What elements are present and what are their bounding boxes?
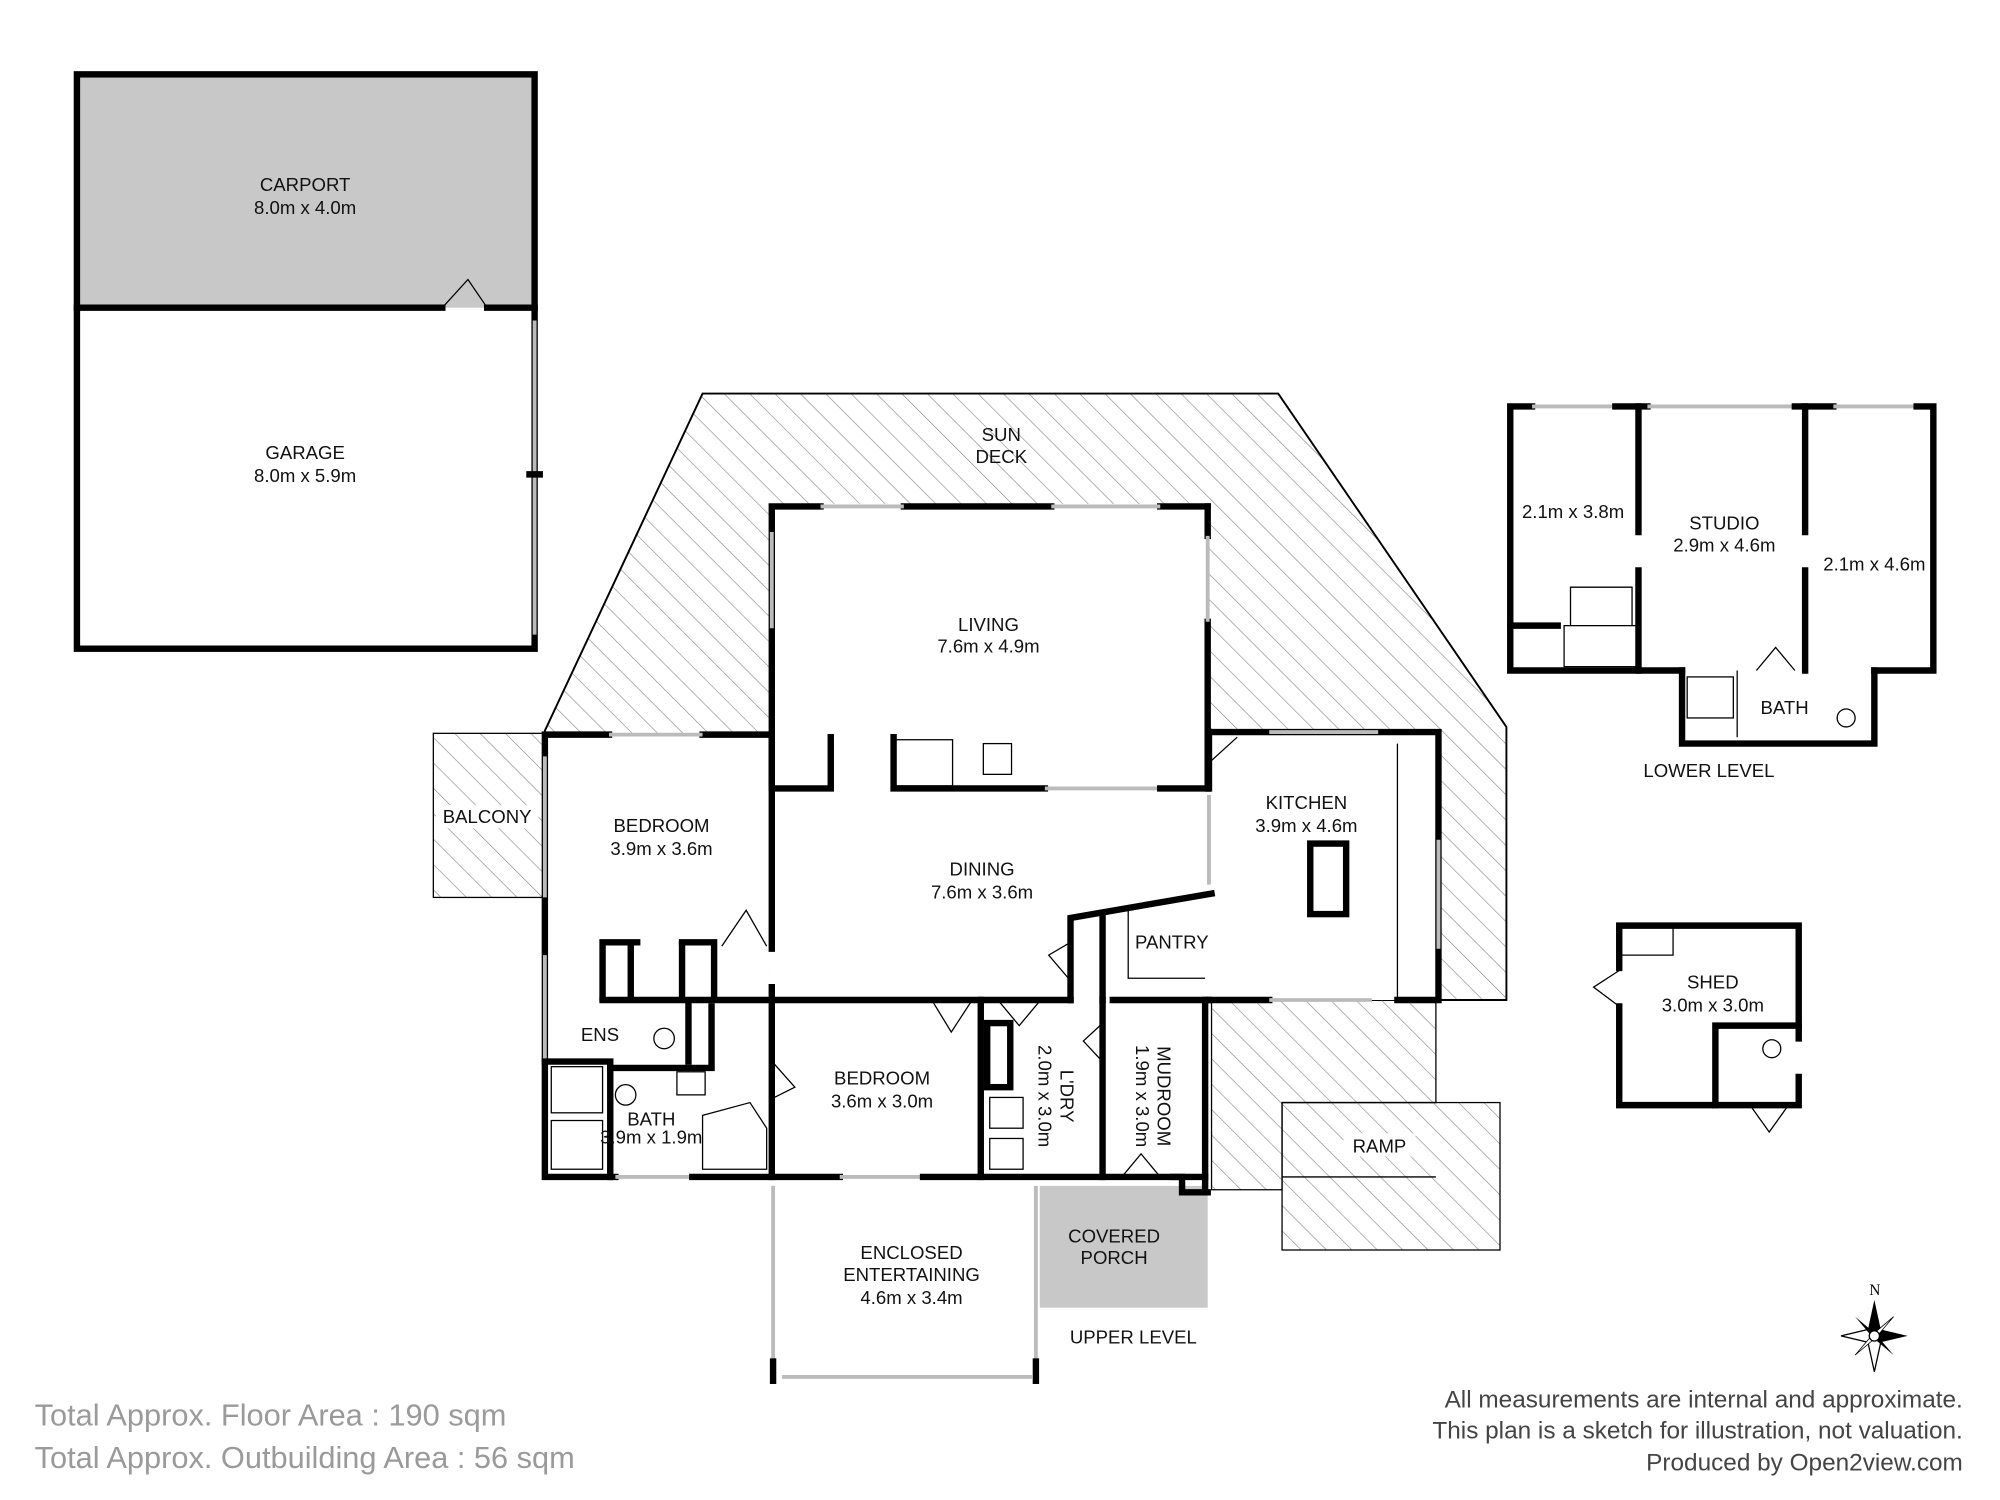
ramp: RAMP xyxy=(1281,1101,1501,1251)
lower-room-right-size: 2.1m x 4.6m xyxy=(1823,554,1925,575)
entertaining-label-2: ENTERTAINING xyxy=(843,1264,980,1285)
upper-labels: LIVING 7.6m x 4.9m DINING 7.6m x 3.6m KI… xyxy=(581,614,1358,1348)
lower-level: 2.1m x 3.8m STUDIO 2.9m x 4.6m 2.1m x 4.… xyxy=(1507,403,1937,781)
producer-credit: Produced by Open2view.com xyxy=(1646,1450,1963,1477)
dining-label: DINING xyxy=(950,859,1015,880)
total-floor-area: Total Approx. Floor Area : 190 sqm xyxy=(35,1398,507,1433)
shed-size: 3.0m x 3.0m xyxy=(1662,995,1764,1016)
laundry-size: 2.0m x 3.0m xyxy=(1034,1045,1055,1147)
laundry-label: L'DRY xyxy=(1056,1070,1077,1123)
living-size: 7.6m x 4.9m xyxy=(937,636,1039,657)
upper-level-label: UPPER LEVEL xyxy=(1070,1327,1197,1348)
carport: CARPORT 8.0m x 4.0m xyxy=(76,74,535,308)
shed: SHED 3.0m x 3.0m xyxy=(1592,922,1802,1134)
covered-porch-label-1: COVERED xyxy=(1068,1225,1160,1246)
lower-bath-label: BATH xyxy=(1761,697,1809,718)
compass-north-label: N xyxy=(1869,1282,1880,1299)
garage-label: GARAGE xyxy=(265,442,345,463)
dining-size: 7.6m x 3.6m xyxy=(931,882,1033,903)
covered-porch xyxy=(1039,1185,1208,1308)
kitchen-size: 3.9m x 4.6m xyxy=(1255,815,1357,836)
mudroom-size: 1.9m x 3.0m xyxy=(1132,1045,1153,1147)
upper-walls: PANTRY xyxy=(541,503,1442,1384)
bath-size: 3.9m x 1.9m xyxy=(600,1127,702,1148)
compass-icon: N xyxy=(1840,1282,1908,1372)
disclaimer-line-1: All measurements are internal and approx… xyxy=(1445,1387,1963,1414)
garage: GARAGE 8.0m x 5.9m xyxy=(73,71,543,652)
entertaining-label-1: ENCLOSED xyxy=(860,1242,962,1263)
ens-label: ENS xyxy=(581,1024,619,1045)
covered-porch-label-2: PORCH xyxy=(1081,1247,1148,1268)
carport-label: CARPORT xyxy=(260,174,351,195)
studio-label: STUDIO xyxy=(1689,512,1759,533)
mudroom-label: MUDROOM xyxy=(1154,1046,1175,1146)
sun-deck-label-2: DECK xyxy=(975,446,1027,467)
balcony-label: BALCONY xyxy=(443,806,532,827)
house-fill xyxy=(544,503,1439,1379)
bedroom1-size: 3.9m x 3.6m xyxy=(610,838,712,859)
studio-size: 2.9m x 4.6m xyxy=(1673,534,1775,555)
shed-label: SHED xyxy=(1687,971,1739,992)
fireplace-icon xyxy=(982,742,1013,775)
garage-size: 8.0m x 5.9m xyxy=(254,465,356,486)
bedroom1-label: BEDROOM xyxy=(614,815,710,836)
ramp-label: RAMP xyxy=(1353,1136,1407,1157)
bath-label: BATH xyxy=(627,1109,675,1130)
lower-level-label: LOWER LEVEL xyxy=(1643,760,1774,781)
living-label: LIVING xyxy=(958,614,1019,635)
sun-deck-label-1: SUN xyxy=(982,424,1021,445)
entertaining-size: 4.6m x 3.4m xyxy=(860,1287,962,1308)
disclaimer-line-2: This plan is a sketch for illustration, … xyxy=(1432,1417,1962,1444)
bedroom2-size: 3.6m x 3.0m xyxy=(831,1091,933,1112)
balcony: BALCONY xyxy=(432,732,546,899)
kitchen-label: KITCHEN xyxy=(1266,792,1348,813)
bedroom2-label: BEDROOM xyxy=(834,1068,930,1089)
pantry-label: PANTRY xyxy=(1135,932,1209,953)
lower-room-left-size: 2.1m x 3.8m xyxy=(1522,501,1624,522)
carport-size: 8.0m x 4.0m xyxy=(254,197,356,218)
total-outbuilding-area: Total Approx. Outbuilding Area : 56 sqm xyxy=(35,1440,575,1475)
